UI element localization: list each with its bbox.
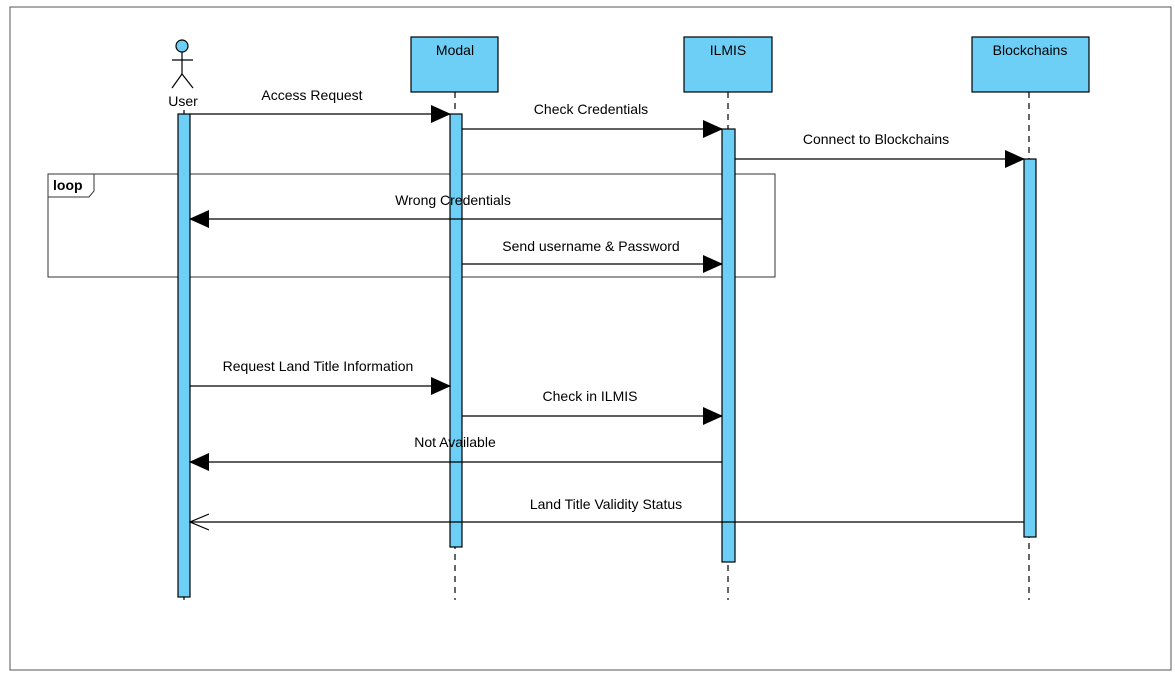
activation-blockchains xyxy=(1023,158,1037,538)
activation-user xyxy=(177,113,191,598)
participant-label-modal: Modal xyxy=(436,42,474,58)
activation-modal xyxy=(449,113,463,548)
participant-label-ilmis: ILMIS xyxy=(710,42,747,58)
user-actor: User xyxy=(168,39,198,109)
participant-modal: Modal xyxy=(410,36,499,93)
loop-fragment: loop xyxy=(47,173,776,278)
participant-ilmis: ILMIS xyxy=(683,36,773,93)
diagram-frame xyxy=(9,6,1172,671)
participant-blockchains: Blockchains xyxy=(971,36,1090,93)
activation-ilmis xyxy=(721,128,736,563)
message-label-access-request: Access Request xyxy=(261,87,362,103)
loop-label: loop xyxy=(53,177,83,193)
message-label-check-credentials: Check Credentials xyxy=(534,101,648,117)
message-label-validity-status: Land Title Validity Status xyxy=(530,496,682,512)
message-label-check-in-ilmis: Check in ILMIS xyxy=(543,388,638,404)
message-label-request-land-title: Request Land Title Information xyxy=(223,358,414,374)
message-label-wrong-credentials: Wrong Credentials xyxy=(395,192,511,208)
message-label-not-available: Not Available xyxy=(414,434,496,450)
message-label-connect-blockchains: Connect to Blockchains xyxy=(803,131,949,147)
actor-head xyxy=(175,39,189,53)
message-label-send-username: Send username & Password xyxy=(502,238,679,254)
actor-label-user: User xyxy=(168,93,198,109)
participant-label-blockchains: Blockchains xyxy=(993,42,1068,58)
